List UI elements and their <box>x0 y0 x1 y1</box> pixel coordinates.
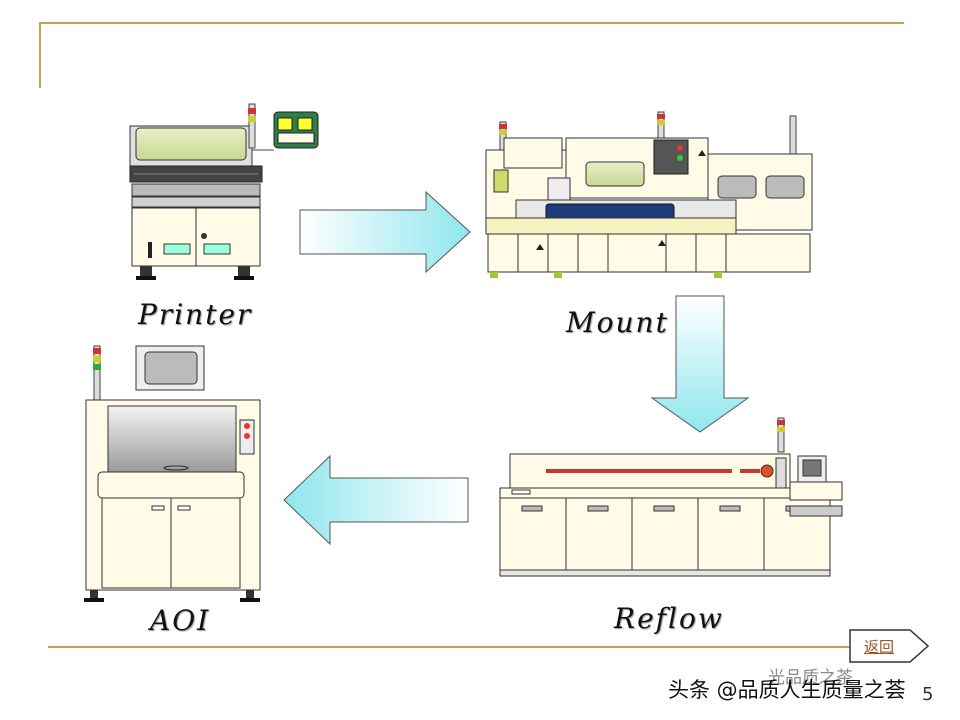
label-mount: Mount <box>566 306 669 339</box>
aoi-machine <box>84 345 261 602</box>
label-aoi: AOI <box>150 604 211 637</box>
arrow-reflow-to-aoi <box>283 454 469 546</box>
return-button[interactable]: 返回 <box>850 630 930 662</box>
label-reflow: Reflow <box>614 602 724 635</box>
footer-rule <box>48 646 912 648</box>
page-number: 5 <box>922 684 934 705</box>
mount-machine <box>485 111 813 278</box>
arrow-mount-to-reflow <box>650 295 750 433</box>
title-rule-left <box>39 22 41 88</box>
printer-machine <box>129 103 319 280</box>
watermark-secondary: 光品质之茶 <box>768 668 853 688</box>
label-printer: Printer <box>138 298 253 331</box>
return-button-shape <box>849 629 930 663</box>
return-button-label: 返回 <box>864 638 895 656</box>
title-rule-top <box>40 22 904 24</box>
watermark-main: 头条 @品质人生质量之荟 <box>668 678 906 702</box>
reflow-machine <box>499 417 843 577</box>
arrow-printer-to-mount <box>299 190 471 274</box>
